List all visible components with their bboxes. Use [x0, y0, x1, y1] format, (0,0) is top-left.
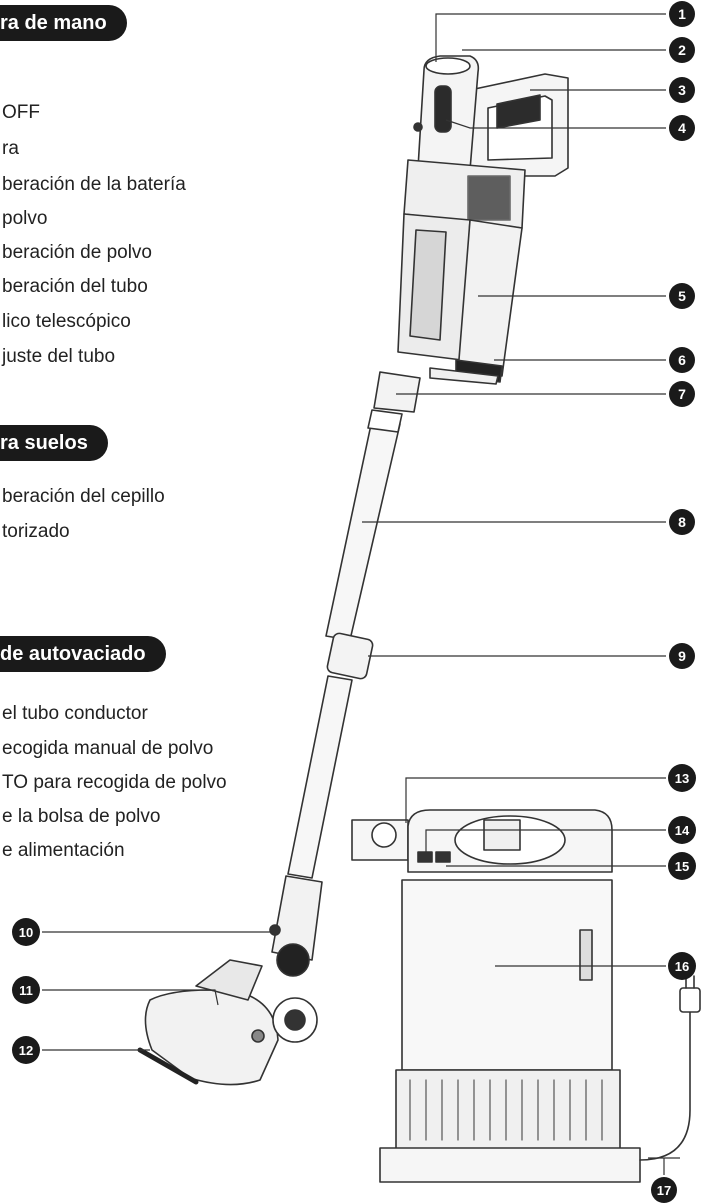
telescopic-tube: [325, 419, 401, 641]
callout-10: 10: [12, 918, 40, 946]
callout-markers: 1 2 3 4 5 6 7 8 9 10 11 12 13 14 15 16 1…: [12, 1, 696, 1203]
list-item: el tubo conductor: [2, 703, 148, 724]
list-item: TO para recogida de polvo: [2, 772, 227, 793]
callout-6: 6: [669, 347, 695, 373]
callout-16: 16: [668, 952, 696, 980]
svg-text:8: 8: [678, 514, 686, 530]
callout-7: 7: [669, 381, 695, 407]
list-item: lico telescópico: [2, 311, 131, 332]
list-item: juste del tubo: [2, 346, 116, 367]
callout-4: 4: [669, 115, 695, 141]
svg-text:7: 7: [678, 386, 686, 402]
svg-text:3: 3: [678, 82, 686, 98]
list-item: OFF: [2, 102, 40, 123]
plug: [679, 987, 701, 1013]
callout-5: 5: [669, 283, 695, 309]
svg-text:6: 6: [678, 352, 686, 368]
list-item: beración de polvo: [2, 242, 152, 263]
callout-12: 12: [12, 1036, 40, 1064]
callout-17: 17: [651, 1177, 677, 1203]
section-title-floor: ra suelos: [0, 425, 108, 461]
svg-text:15: 15: [675, 859, 689, 874]
list-item: e la bolsa de polvo: [2, 806, 161, 827]
list-item: torizado: [2, 521, 70, 542]
svg-text:11: 11: [19, 983, 33, 998]
svg-text:12: 12: [19, 1043, 33, 1058]
section-title-self-empty: de autovaciado: [0, 636, 166, 672]
callout-14: 14: [668, 816, 696, 844]
svg-text:17: 17: [657, 1183, 671, 1198]
callout-13: 13: [668, 764, 696, 792]
dust-bin: [457, 219, 523, 377]
svg-text:10: 10: [19, 925, 33, 940]
callout-3: 3: [669, 77, 695, 103]
svg-text:1: 1: [678, 6, 686, 22]
callout-1: 1: [669, 1, 695, 27]
callout-9: 9: [669, 643, 695, 669]
svg-text:5: 5: [678, 288, 686, 304]
callout-8: 8: [669, 509, 695, 535]
list-item: beración del cepillo: [2, 486, 165, 507]
callout-2: 2: [669, 37, 695, 63]
svg-text:16: 16: [675, 959, 689, 974]
list-item: polvo: [2, 208, 48, 229]
list-item: e alimentación: [2, 840, 125, 861]
tube-adjust-ring: [326, 632, 374, 680]
list-item: ra: [2, 138, 19, 159]
svg-text:2: 2: [678, 42, 686, 58]
callout-15: 15: [668, 852, 696, 880]
power-cord: [639, 1009, 691, 1161]
section-title-handheld: ra de mano: [0, 5, 127, 41]
list-item: beración del tubo: [2, 276, 148, 297]
svg-text:13: 13: [675, 771, 689, 786]
svg-text:14: 14: [675, 823, 690, 838]
svg-text:4: 4: [678, 120, 686, 136]
list-item: beración de la batería: [2, 174, 186, 195]
callout-11: 11: [12, 976, 40, 1004]
list-item: ecogida manual de polvo: [2, 738, 214, 759]
svg-text:9: 9: [678, 648, 686, 664]
